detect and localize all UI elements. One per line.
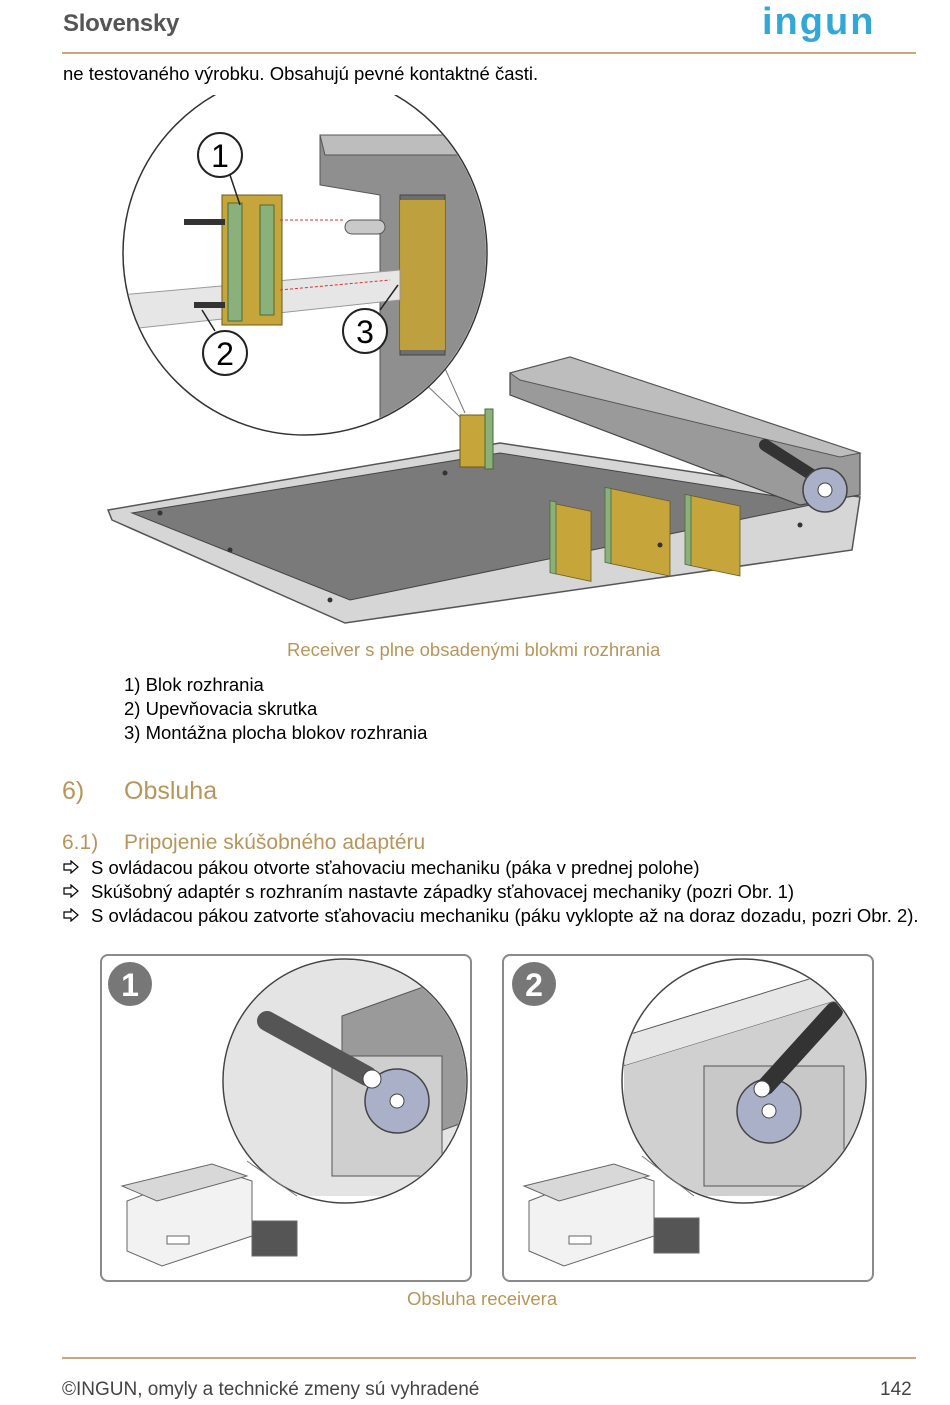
callout-1-label: 1 (211, 138, 229, 174)
header-language: Slovensky (63, 10, 180, 37)
arrow-right-icon (63, 860, 79, 874)
legend-item: 3) Montážna plocha blokov rozhrania (124, 722, 428, 743)
panel-2-label: 2 (525, 967, 543, 1003)
callout-3-label: 3 (356, 314, 374, 350)
callout-2-label: 2 (216, 336, 234, 372)
legend: 1) Blok rozhrania 2) Upevňovacia skrutka… (124, 673, 427, 745)
ingun-logo: ingun (762, 4, 875, 43)
arrow-right-icon (63, 908, 79, 922)
lever-closed-illustration: 2 (512, 958, 867, 1267)
legend-item: 2) Upevňovacia skrutka (124, 698, 318, 719)
lever-open-illustration: 1 (108, 958, 468, 1267)
subsection-number: 6.1) (62, 831, 99, 854)
intro-text: ne testovaného výrobku. Obsahujú pevné k… (63, 63, 539, 84)
header-rule (62, 52, 916, 54)
legend-item: 1) Blok rozhrania (124, 674, 264, 695)
page-number: 142 (880, 1379, 912, 1400)
step-item: S ovládacou pákou otvorte sťahovaciu mec… (63, 856, 933, 880)
figure1-caption: Receiver s plne obsadenými blokmi rozhra… (287, 639, 661, 660)
step-item: Skúšobný adaptér s rozhraním nastavte zá… (63, 880, 933, 904)
subsection-title: Pripojenie skúšobného adaptéru (124, 831, 426, 854)
footer-copyright: ©INGUN, omyly a technické zmeny sú vyhra… (62, 1379, 480, 1400)
step-item: S ovládacou pákou zatvorte sťahovaciu me… (63, 904, 933, 952)
callout-3 (342, 308, 388, 354)
section-number: 6) (62, 777, 85, 805)
svg-text:ingun: ingun (762, 4, 875, 43)
figure2-caption: Obsluha receivera (407, 1288, 558, 1309)
callout-1 (197, 132, 243, 178)
callout-2 (202, 330, 248, 376)
receiver-illustration: 1 2 3 (106, 95, 862, 624)
operation-panel-1: 1 (100, 954, 472, 1282)
panel-1-label: 1 (121, 967, 139, 1003)
operation-panel-2: 2 (502, 954, 874, 1282)
footer-rule (62, 1357, 916, 1359)
section-title: Obsluha (124, 777, 218, 805)
arrow-right-icon (63, 884, 79, 898)
